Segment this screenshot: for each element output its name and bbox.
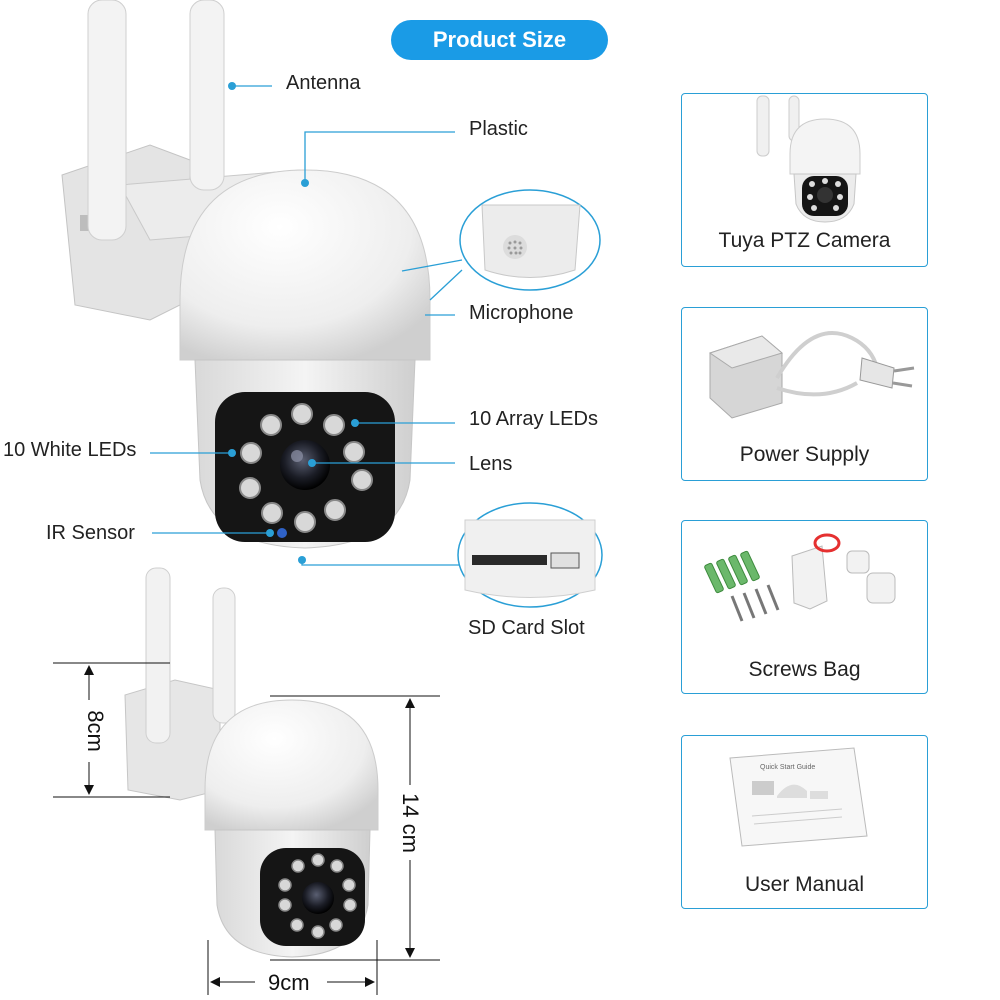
package-item-camera: Tuya PTZ Camera	[681, 93, 928, 267]
package-item-power-supply: Power Supply	[681, 307, 928, 481]
leader-lines	[150, 85, 463, 566]
power-adapter-icon	[708, 331, 915, 419]
width-dimension: 9cm	[268, 970, 310, 995]
label-sd-card-slot: SD Card Slot	[468, 617, 585, 639]
manual-icon: Quick Start Guide	[729, 747, 868, 847]
label-array-leds: 10 Array LEDs	[469, 408, 598, 430]
label-plastic: Plastic	[469, 118, 528, 140]
height-dimension: 14 cm	[397, 793, 423, 853]
dimension-lines	[53, 662, 440, 995]
label-white-leds: 10 White LEDs	[3, 439, 137, 461]
package-label: Power Supply	[739, 443, 870, 466]
dimension-camera	[124, 567, 379, 958]
main-camera	[61, 0, 431, 549]
label-ir-sensor: IR Sensor	[46, 522, 135, 544]
leader-dots	[228, 82, 359, 564]
manual-cover-text: Quick Start Guide	[760, 764, 815, 771]
sd-slot-inset	[457, 502, 603, 608]
dimension-arrows	[84, 665, 415, 987]
package-label: Tuya PTZ Camera	[718, 229, 891, 252]
package-item-manual: Quick Start Guide User Manual	[681, 735, 928, 909]
label-antenna: Antenna	[286, 72, 361, 94]
product-size-title: Product Size	[391, 20, 608, 60]
package-label: Screws Bag	[748, 658, 861, 681]
camera-icon	[756, 95, 861, 223]
depth-dimension: 8cm	[82, 710, 108, 752]
package-item-screws: Screws Bag	[681, 520, 928, 694]
screws-icon	[704, 533, 896, 622]
microphone-inset	[459, 189, 601, 291]
package-label: User Manual	[744, 873, 865, 896]
label-lens: Lens	[469, 453, 513, 475]
label-microphone: Microphone	[469, 302, 574, 324]
